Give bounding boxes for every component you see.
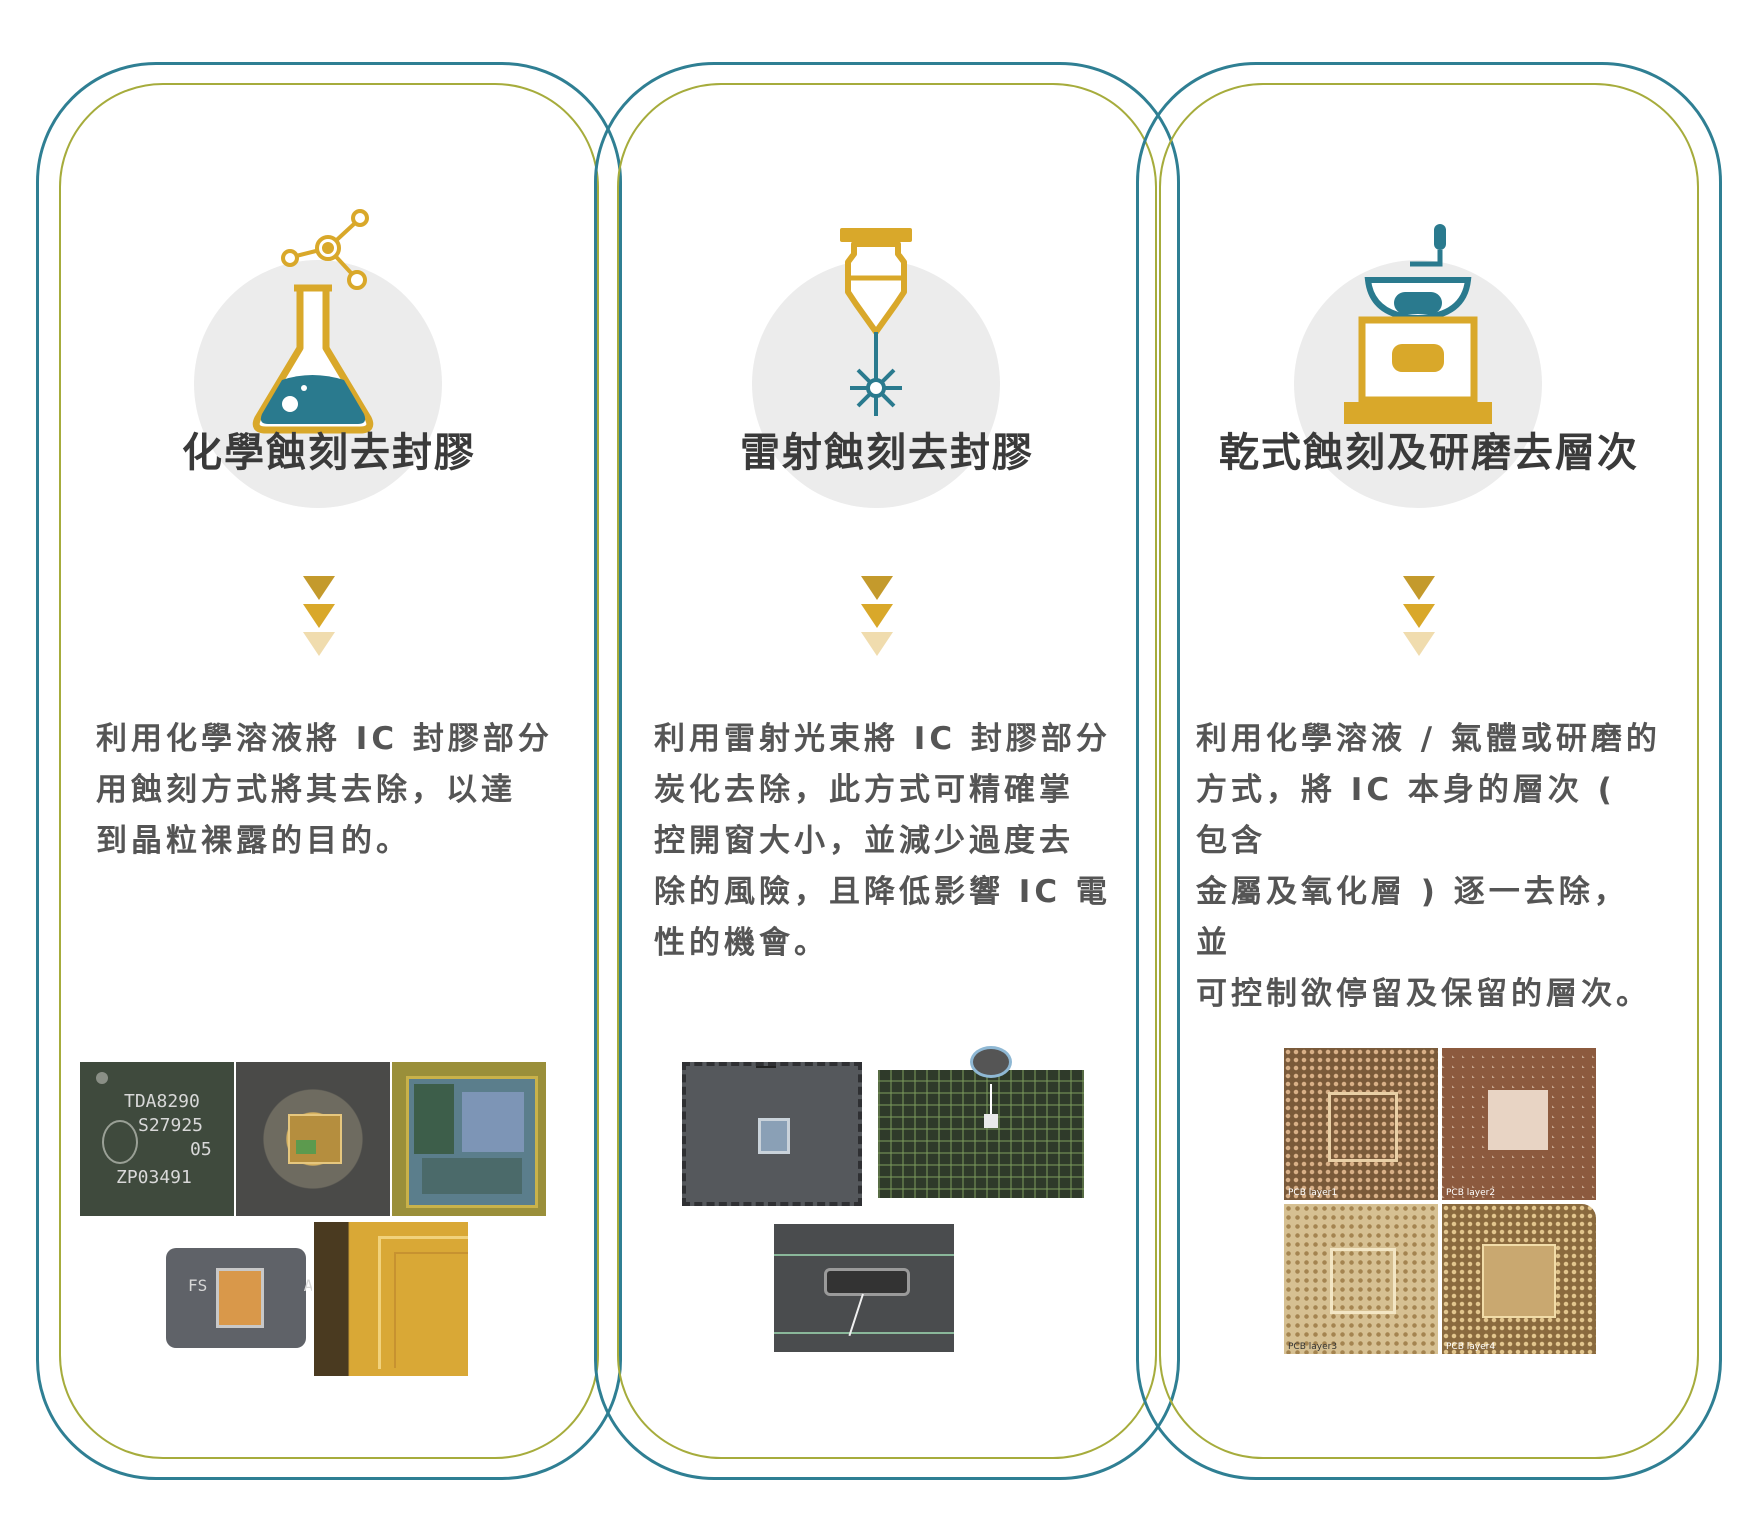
- chip-marking-line-4: ZP03491: [116, 1167, 192, 1188]
- layer-label: PCB layer1: [1288, 1188, 1338, 1198]
- column-description: 利用雷射光束將 IC 封膠部分 炭化去除，此方式可精確掌 控開窗大小，並減少過度…: [654, 721, 1111, 961]
- laser-photo-package: [682, 1062, 862, 1206]
- laser-window-marker: [970, 1046, 1012, 1078]
- chip-marking-line-3: 05: [190, 1139, 212, 1160]
- layer-photo-2: PCB layer2: [1442, 1048, 1596, 1200]
- grinder-icon: [1344, 224, 1492, 424]
- column-title: 雷射蝕刻去封膠: [740, 430, 1034, 476]
- chip-photo-die-frame: [392, 1062, 546, 1216]
- chip-marking-line-1: TDA8290: [124, 1091, 200, 1112]
- column-title: 化學蝕刻去封膠: [182, 430, 476, 476]
- chip-photo-marking: TDA8290 S27925 05 ZP03491: [80, 1062, 234, 1216]
- column-title: 乾式蝕刻及研磨去層次: [1219, 430, 1639, 476]
- layer-label: PCB layer3: [1288, 1342, 1338, 1352]
- layer-photo-3: PCB layer3: [1284, 1204, 1438, 1354]
- layer-label: PCB layer4: [1446, 1342, 1496, 1352]
- down-arrows-icon: [1403, 576, 1435, 656]
- chip-photo-decap-wires: [236, 1062, 390, 1216]
- chip-photo-die-edge: [314, 1222, 468, 1376]
- laser-photo-window-closeup: [774, 1224, 954, 1352]
- layer-label: PCB layer2: [1446, 1188, 1496, 1198]
- column-description: 利用化學溶液 / 氣體或研磨的 方式，將 IC 本身的層次 ( 包含 金屬及氧化…: [1196, 721, 1661, 1012]
- down-arrows-icon: [303, 576, 335, 656]
- card-frame-1: [36, 62, 622, 1480]
- column-laser-etching: 雷射蝕刻去封膠 利用雷射光束將 IC 封膠部分 炭化去除，此方式可精確掌 控開窗…: [594, 62, 1180, 1480]
- card-inner-frame-1: [59, 83, 599, 1459]
- laser-head-icon: [840, 228, 912, 416]
- card-inner-frame-2: [617, 83, 1157, 1459]
- layer-photo-4: PCB layer4: [1442, 1204, 1596, 1354]
- flask-molecule-icon: [252, 209, 374, 434]
- column-dry-etching-grinding: 乾式蝕刻及研磨去層次 利用化學溶液 / 氣體或研磨的 方式，將 IC 本身的層次…: [1136, 62, 1722, 1480]
- column-chemical-etching: 化學蝕刻去封膠 利用化學溶液將 IC 封膠部分 用蝕刻方式將其去除，以達 到晶粒…: [36, 62, 622, 1480]
- chip-marking-line-2: S27925: [138, 1115, 204, 1136]
- card-inner-frame-3: [1159, 83, 1699, 1459]
- card-frame-2: [594, 62, 1180, 1480]
- laser-photo-grid-board: [878, 1070, 1084, 1198]
- layer-photo-1: PCB layer1: [1284, 1048, 1438, 1200]
- package-label: FS AA: [188, 1276, 312, 1295]
- column-description: 利用化學溶液將 IC 封膠部分 用蝕刻方式將其去除，以達 到晶粒裸露的目的。: [96, 721, 553, 859]
- chip-photo-package-open: FS AA: [160, 1222, 312, 1376]
- down-arrows-icon: [861, 576, 893, 656]
- card-frame-3: [1136, 62, 1722, 1480]
